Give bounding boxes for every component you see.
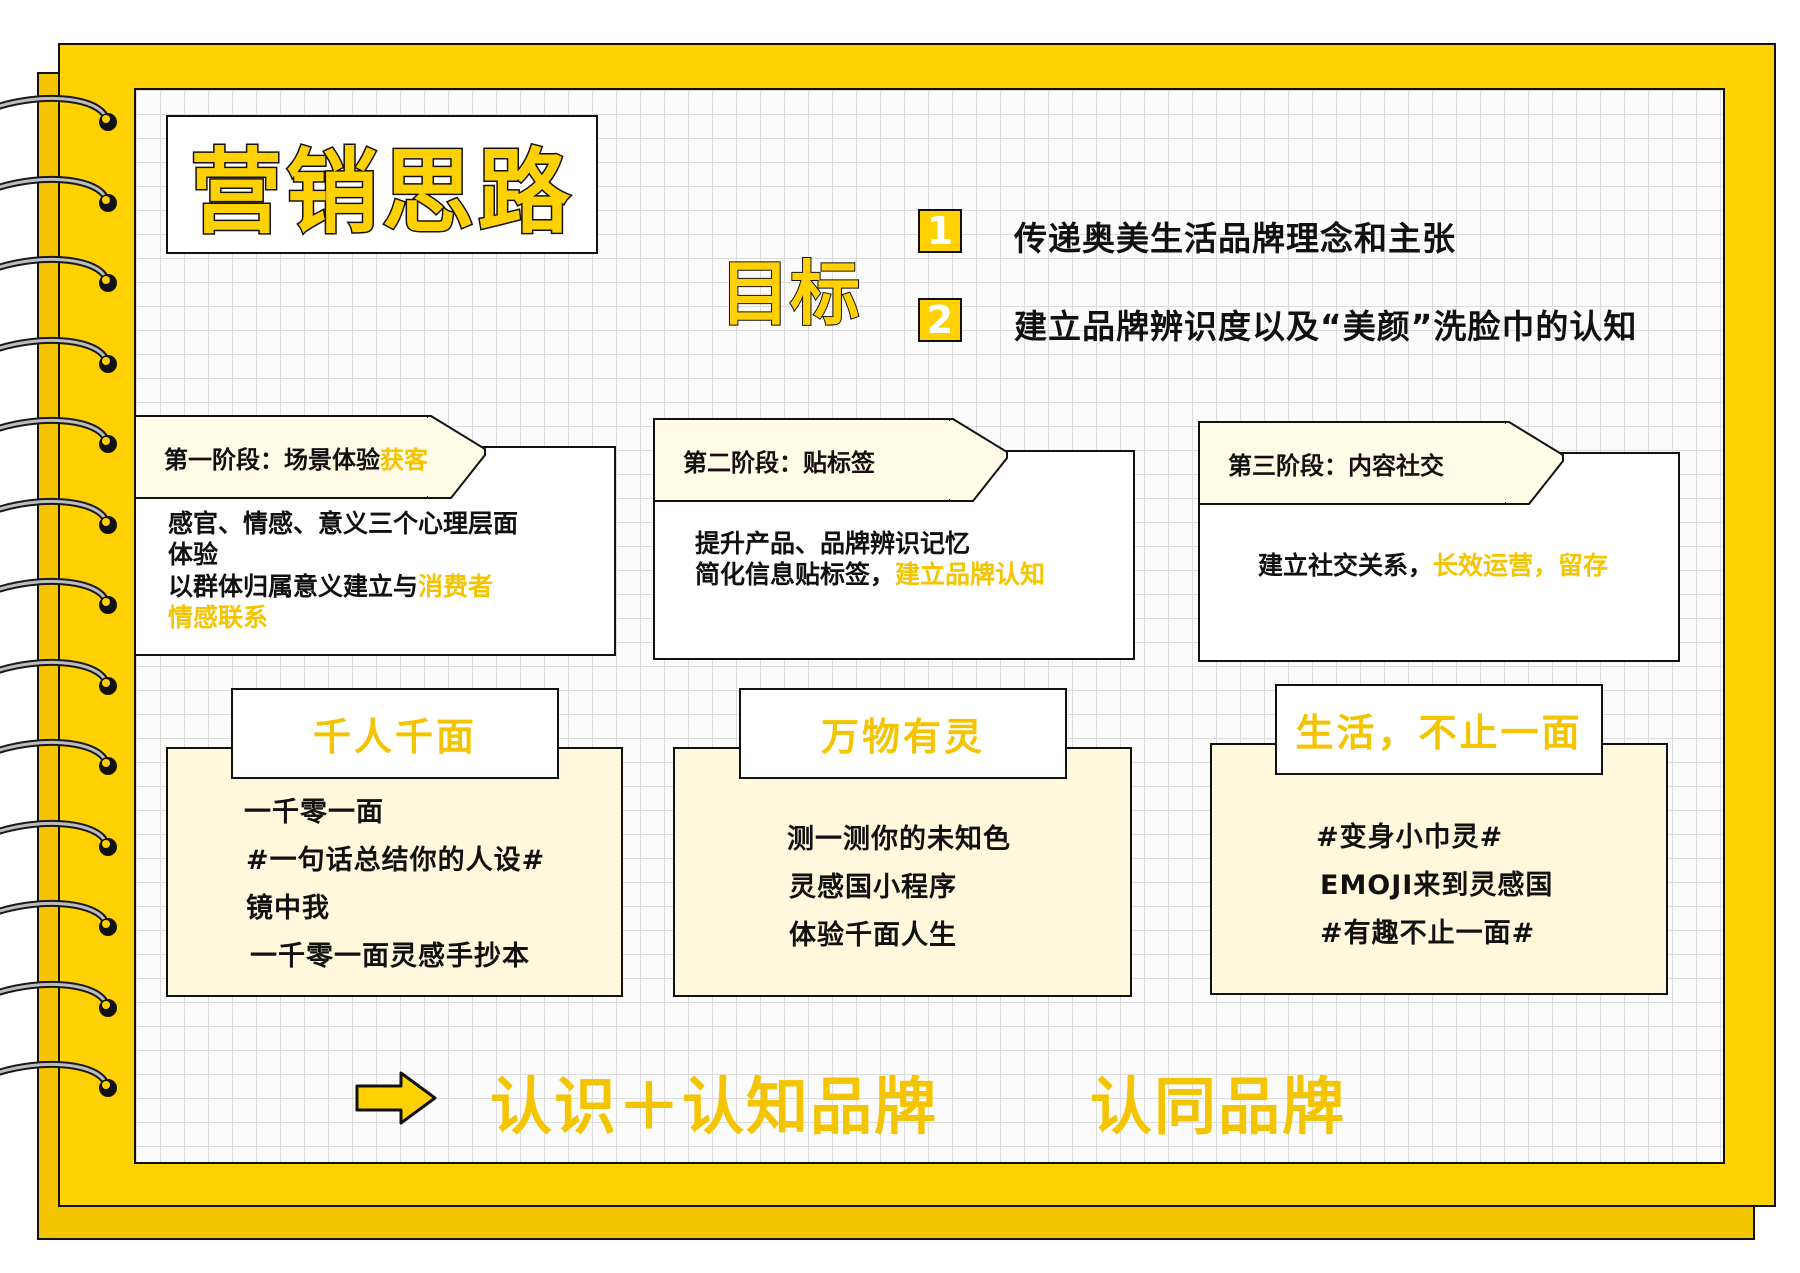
spiral-ring-icon [0, 578, 117, 614]
note-item: 镜中我 [246, 893, 330, 924]
goal-number-badge: 2 [918, 298, 962, 342]
spiral-ring-icon [0, 739, 117, 775]
note-item: 一千零一面灵感手抄本 [250, 941, 530, 972]
note-item: #一句话总结你的人设# [246, 845, 546, 876]
stage-line: 简化信息贴标签，建立品牌认知 [695, 560, 1046, 590]
page-title: 营销思路 [188, 138, 574, 248]
stage-line: 建立社交关系，长效运营，留存 [1258, 551, 1609, 580]
note-card-2: 测一测你的未知色 灵感国小程序 体验千面人生 [673, 747, 1132, 997]
stage-2-tag: 第二阶段：贴标签 [653, 418, 951, 502]
tag-arrow-icon [1505, 421, 1564, 505]
spiral-ring-icon [0, 900, 117, 936]
note-item: 体验千面人生 [789, 920, 957, 951]
goal-number-badge: 1 [918, 209, 962, 253]
title-box: 营销思路 [166, 115, 598, 254]
note-item: #变身小巾灵# [1316, 822, 1504, 853]
stage-line: 情感联系 [168, 602, 269, 632]
note-item: 一千零一面 [244, 797, 384, 828]
spiral-ring-icon [0, 336, 117, 373]
note-tab-2: 万物有灵 [739, 688, 1067, 779]
goal-heading: 目标 [719, 252, 861, 336]
note-item: #有趣不止一面# [1320, 918, 1536, 949]
spiral-ring-icon [0, 658, 117, 695]
tag-arrow-icon [949, 418, 1008, 502]
stage-3-tag: 第三阶段：内容社交 [1198, 421, 1507, 505]
note-card-3: #变身小巾灵# EMOJI来到灵感国 #有趣不止一面# [1210, 743, 1668, 995]
flow-step-1: 认识＋认知品牌 [490, 1070, 939, 1143]
stage-line: 提升产品、品牌辨识记忆 [695, 529, 971, 558]
spiral-ring-icon [0, 417, 117, 453]
note-tab-1: 千人千面 [231, 688, 559, 779]
note-item: 测一测你的未知色 [787, 824, 1011, 855]
spiral-ring-icon [0, 497, 117, 534]
flow-step-2: 认同品牌 [1090, 1070, 1347, 1143]
spiral-ring-icon [0, 1061, 117, 1097]
goal-item-text: 传递奥美生活品牌理念和主张 [1014, 219, 1456, 258]
note-item: EMOJI来到灵感国 [1320, 870, 1554, 901]
spiral-ring-icon [0, 95, 117, 131]
stage-1-tag: 第一阶段：场景体验获客 [134, 415, 429, 499]
right-arrow-icon [355, 1071, 437, 1125]
note-item: 灵感国小程序 [789, 872, 957, 903]
stage-line: 体验 [168, 540, 219, 570]
tag-arrow-icon [427, 415, 486, 499]
note-tab-3: 生活，不止一面 [1275, 684, 1603, 775]
goal-item-text: 建立品牌辨识度以及“美颜”洗脸巾的认知 [1014, 307, 1638, 346]
spiral-ring-icon [0, 819, 117, 856]
spiral-ring-icon [0, 256, 117, 292]
spiral-ring-icon [0, 175, 117, 212]
stage-line: 感官、情感、意义三个心理层面 [168, 509, 519, 538]
stage-line: 以群体归属意义建立与消费者 [168, 571, 494, 601]
spiral-ring-icon [0, 980, 117, 1017]
note-card-1: 一千零一面 #一句话总结你的人设# 镜中我 一千零一面灵感手抄本 [166, 747, 623, 997]
